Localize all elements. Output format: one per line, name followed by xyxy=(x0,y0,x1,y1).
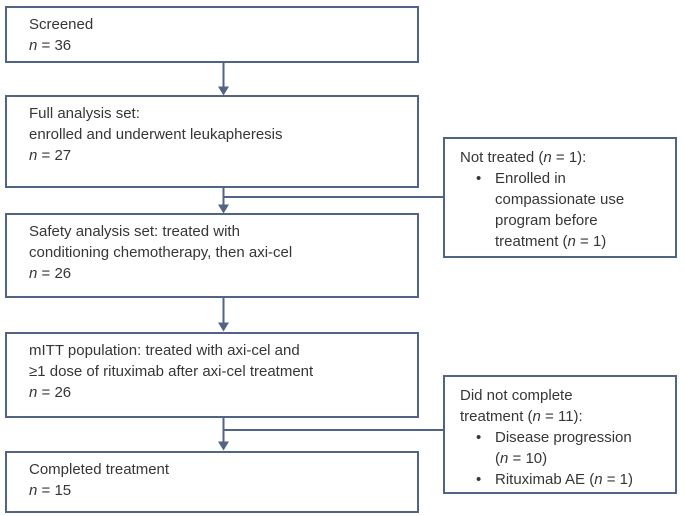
box-did-not-complete-treatment: Did not complete treatment (n = 11): • D… xyxy=(443,375,677,494)
arrow-down-icon xyxy=(218,322,229,332)
box-mitt-population: mITT population: treated with axi-cel an… xyxy=(5,332,419,418)
box-safety-analysis-set: Safety analysis set: treated with condit… xyxy=(5,213,419,298)
bullet-text: Rituximab AE (n = 1) xyxy=(495,469,665,490)
box-text-line: Completed treatment xyxy=(29,461,170,478)
box-not-treated: Not treated (n = 1): • Enrolled in compa… xyxy=(443,137,677,258)
box-screened: Screened n = 36 xyxy=(5,6,419,63)
box-count-line: n = 15 xyxy=(29,482,72,499)
box-count-line: n = 27 xyxy=(29,147,72,164)
bullet-item: • Disease progression (n = 10) xyxy=(470,427,665,469)
bullet-icon: • xyxy=(476,429,482,446)
box-text-line: enrolled and underwent leukapheresis xyxy=(29,126,283,143)
bullet-text-line: (n = 10) xyxy=(495,450,548,467)
box-text-line: Full analysis set: xyxy=(29,105,140,122)
bullet-icon: • xyxy=(476,471,482,488)
bullet-text-line: Disease progression xyxy=(495,429,632,446)
box-count-line: n = 26 xyxy=(29,384,72,401)
side-box-title: Not treated (n = 1): xyxy=(460,149,587,166)
box-count-line: n = 36 xyxy=(29,37,72,54)
box-text-line: mITT population: treated with axi-cel an… xyxy=(29,342,300,359)
side-box-title: treatment (n = 11): xyxy=(460,408,583,425)
bullet-text: Disease progression (n = 10) xyxy=(495,427,665,469)
box-text-line: conditioning chemotherapy, then axi-cel xyxy=(29,244,293,261)
bullet-text-line: Enrolled in xyxy=(495,170,566,187)
bullet-item: • Enrolled in compassionate use program … xyxy=(470,168,665,252)
bullet-text-line: program before xyxy=(495,212,598,229)
bullet-text-line: compassionate use xyxy=(495,191,625,208)
bullet-item: • Rituximab AE (n = 1) xyxy=(470,469,665,490)
side-box-title: Did not complete xyxy=(460,387,573,404)
bullet-icon: • xyxy=(476,170,482,187)
box-completed-treatment: Completed treatment n = 15 xyxy=(5,451,419,513)
box-full-analysis-set: Full analysis set: enrolled and underwen… xyxy=(5,95,419,188)
bullet-text: Enrolled in compassionate use program be… xyxy=(495,168,665,252)
bullet-text-line: treatment (n = 1) xyxy=(495,233,607,250)
box-text-line: Screened xyxy=(29,16,94,33)
box-count-line: n = 26 xyxy=(29,265,72,282)
arrow-down-icon xyxy=(218,441,229,451)
bullet-text-line: Rituximab AE (n = 1) xyxy=(495,471,633,488)
box-text-line: ≥1 dose of rituximab after axi-cel treat… xyxy=(29,363,314,380)
box-text-line: Safety analysis set: treated with xyxy=(29,223,240,240)
